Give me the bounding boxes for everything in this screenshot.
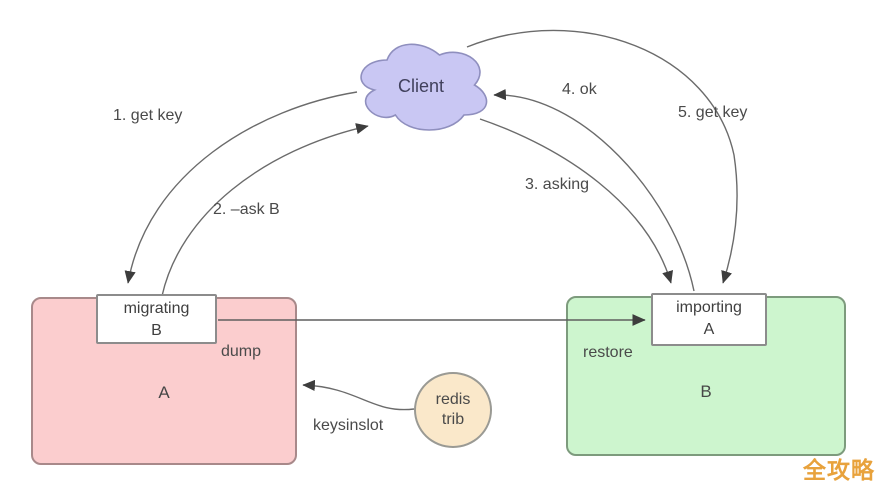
importing-tag: importing A: [651, 293, 767, 346]
edge-label-step2: 2. –ask B: [213, 201, 280, 218]
redis-trib-circle: redis trib: [414, 372, 492, 448]
watermark-text: 全攻略: [803, 457, 875, 483]
restore-label: restore: [583, 344, 633, 361]
arrow-step4-ok: [493, 89, 695, 292]
edge-label-step1: 1. get key: [113, 107, 183, 124]
migrating-tag-line1: migrating: [123, 300, 190, 317]
edge-label-step4: 4. ok: [562, 81, 597, 98]
arrow-step3-asking: [479, 118, 673, 284]
redis-trib-line2: trib: [441, 411, 465, 428]
edge-label-step3: 3. asking: [525, 176, 590, 193]
node-b-letter: B: [700, 382, 712, 401]
keysinslot-label: keysinslot: [313, 417, 384, 434]
dump-label: dump: [221, 343, 262, 360]
edge-label-step5: 5. get key: [678, 104, 748, 121]
migrating-tag-line2: B: [151, 322, 162, 340]
importing-tag-line2: A: [703, 321, 715, 339]
arrow-step5-get-key: [466, 29, 738, 284]
redis-trib-line1: redis: [435, 391, 471, 408]
importing-tag-line1: importing: [676, 299, 742, 316]
client-cloud-label: Client: [397, 76, 445, 96]
arrow-keysinslot: [302, 379, 415, 411]
node-a-letter: A: [158, 383, 170, 402]
migrating-tag: migrating B: [96, 294, 217, 344]
